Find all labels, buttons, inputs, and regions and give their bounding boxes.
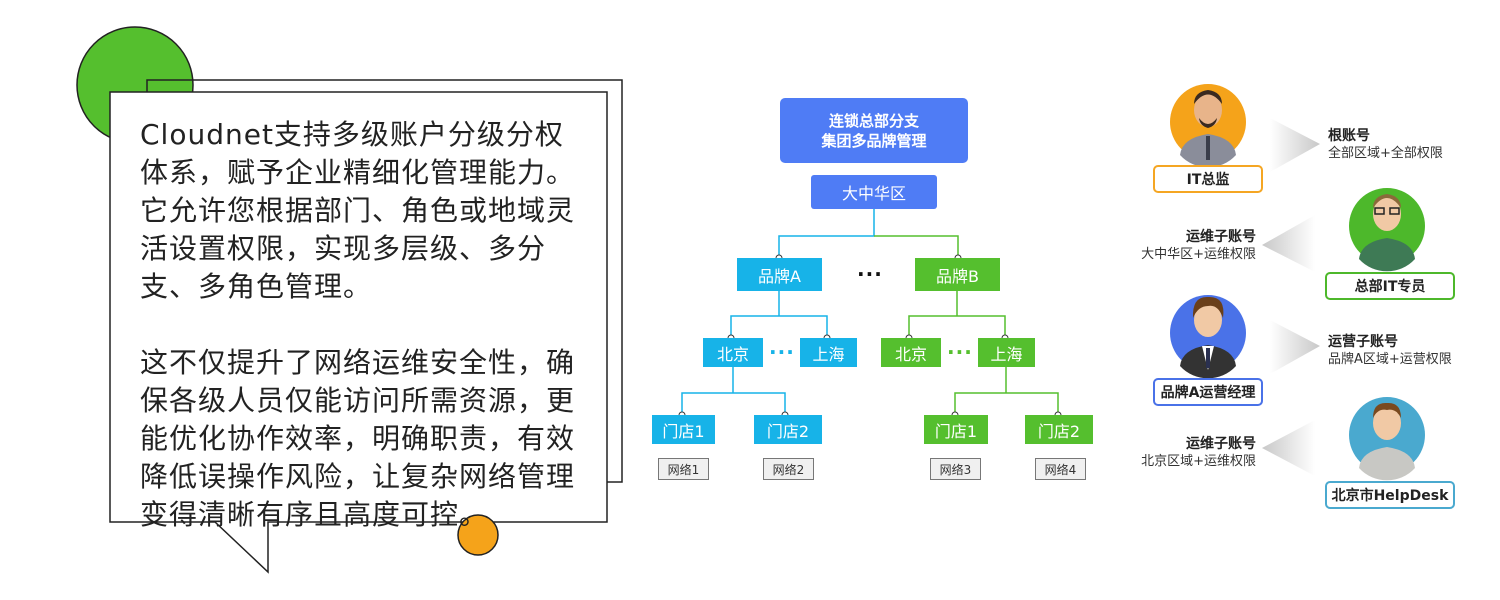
b-city-shanghai: 上海 (978, 338, 1035, 367)
perm-ops-beijing: 运维子账号北京区域+运维权限 (1141, 436, 1256, 470)
intro-text: Cloudnet支持多级账户分级分权体系，赋予企业精细化管理能力。它允许您根据部… (140, 116, 590, 572)
b-store-1: 门店1 (924, 415, 988, 444)
root-node: 连锁总部分支 集团多品牌管理 (780, 98, 968, 163)
perm-account: 根账号 (1328, 128, 1370, 144)
region-node: 大中华区 (811, 175, 937, 209)
b-city-beijing: 北京 (881, 338, 941, 367)
root-line-1: 连锁总部分支 (828, 111, 919, 130)
intro-paragraph-2: 这不仅提升了网络运维安全性，确保各级人员仅能访问所需资源，更能优化协作效率，明确… (140, 346, 576, 531)
avatar-helpdesk (1349, 397, 1425, 481)
avatar-brand-manager (1170, 295, 1246, 379)
a-city-shanghai: 上海 (800, 338, 857, 367)
intro-paragraph-1: Cloudnet支持多级账户分级分权体系，赋予企业精细化管理能力。它允许您根据部… (140, 118, 576, 303)
perm-scope: 品牌A区域+运营权限 (1328, 352, 1452, 367)
orange-deco-circle (457, 514, 499, 556)
brand-ellipsis: ··· (857, 262, 883, 286)
perm-scope: 大中华区+运维权限 (1141, 247, 1256, 262)
a-city-beijing: 北京 (703, 338, 763, 367)
root-line-2: 集团多品牌管理 (821, 131, 927, 150)
brand-b-node: 品牌B (915, 258, 1000, 291)
speech-bubble (109, 91, 608, 574)
perm-root: 根账号全部区域+全部权限 (1328, 128, 1443, 162)
perm-operation: 运营子账号品牌A区域+运营权限 (1328, 334, 1452, 368)
network-1: 网络1 (658, 458, 709, 480)
role-it-director: IT总监 (1153, 165, 1263, 193)
avatar-hq-it (1349, 188, 1425, 272)
a-store-1: 门店1 (652, 415, 715, 444)
perm-scope: 北京区域+运维权限 (1141, 454, 1256, 469)
network-2: 网络2 (763, 458, 814, 480)
perm-account: 运营子账号 (1328, 334, 1398, 350)
a-city-ellipsis: ··· (769, 340, 795, 364)
b-city-ellipsis: ··· (947, 340, 973, 364)
b-store-2: 门店2 (1025, 415, 1093, 444)
perm-account: 运维子账号 (1186, 229, 1256, 245)
avatar-it-director (1170, 84, 1246, 168)
role-helpdesk: 北京市HelpDesk (1325, 481, 1455, 509)
brand-a-node: 品牌A (737, 258, 822, 291)
role-hq-it: 总部IT专员 (1325, 272, 1455, 300)
role-brand-manager: 品牌A运营经理 (1153, 378, 1263, 406)
perm-account: 运维子账号 (1186, 436, 1256, 452)
network-4: 网络4 (1035, 458, 1086, 480)
a-store-2: 门店2 (754, 415, 822, 444)
network-3: 网络3 (930, 458, 981, 480)
perm-ops-region: 运维子账号大中华区+运维权限 (1141, 229, 1256, 263)
perm-scope: 全部区域+全部权限 (1328, 146, 1443, 161)
